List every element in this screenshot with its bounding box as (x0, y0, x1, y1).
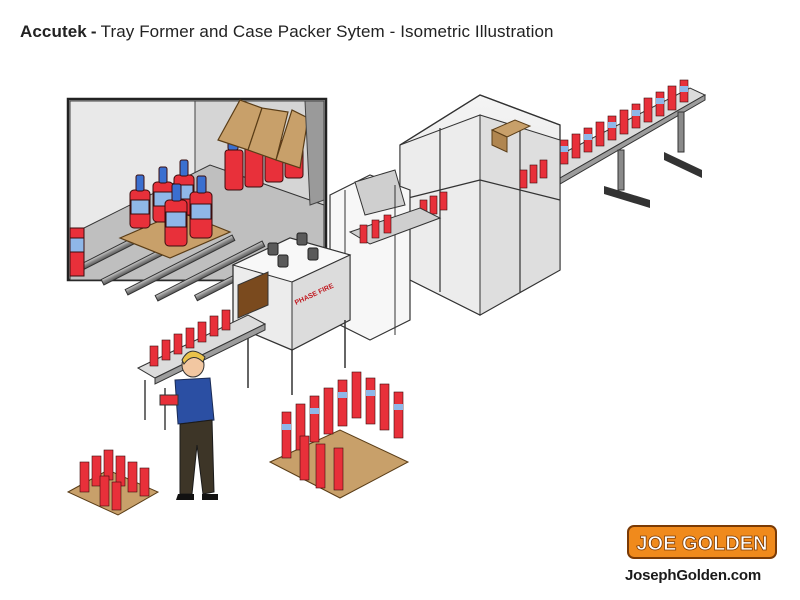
page-title: Accutek-Tray Former and Case Packer Syte… (20, 22, 554, 42)
joe-golden-logo: JOE GOLDEN (627, 525, 777, 559)
case-packer-machine (399, 94, 561, 316)
pallet-stack-left (66, 449, 160, 516)
title-subtitle: Tray Former and Case Packer Sytem - Isom… (100, 22, 554, 41)
pallet-stack-center (268, 371, 410, 499)
infeed-conveyor (539, 79, 707, 208)
worker-figure (159, 350, 218, 500)
title-brand: Accutek (20, 22, 87, 41)
heat-tunnel-machine: PHASE FIRE (231, 232, 352, 395)
title-separator: - (90, 22, 97, 41)
zoom-inset-panel (66, 97, 328, 302)
logo-text: JOE GOLDEN (636, 533, 767, 555)
website-link[interactable]: JosephGolden.com (625, 567, 761, 584)
